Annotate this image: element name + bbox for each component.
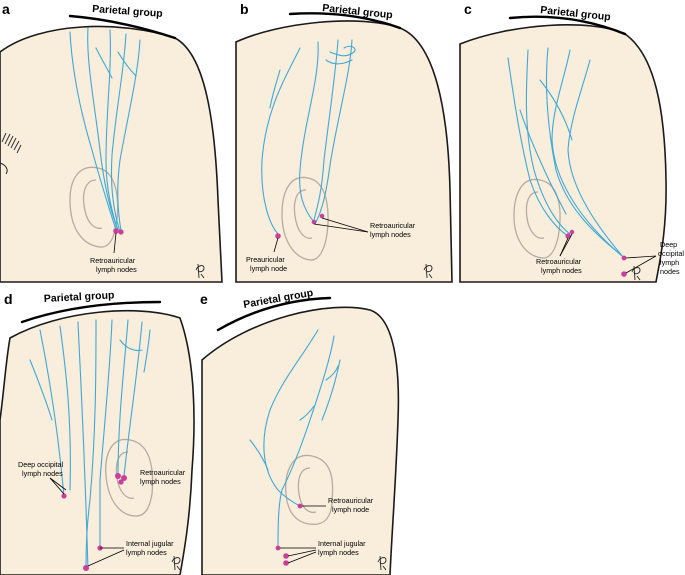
lymphatic-vessels — [261, 39, 356, 235]
head-silhouette — [201, 306, 400, 575]
node-label-line: Retroauricular — [90, 256, 136, 265]
lymph-node — [569, 229, 575, 235]
panel-a: Parietal group a — [0, 1, 223, 283]
node-label-line: Retroauricular — [370, 221, 416, 230]
parietal-bracket — [20, 300, 162, 324]
lymphatic-vessels — [249, 329, 341, 549]
lymph-node — [621, 271, 627, 277]
retroauricular-label-group: Retroauricular lymph nodes — [90, 232, 137, 274]
panel-d: Parietal group d — [0, 289, 195, 575]
internal-jugular-label-group: Internal jugular lymph nodes — [280, 539, 366, 564]
node-label-line: Retroauricular — [328, 496, 374, 505]
retroauricular-label-group: Retroauricular lymph nodes — [313, 217, 416, 239]
artist-signature-icon — [377, 555, 387, 571]
node-label-line: lymph — [660, 258, 679, 267]
lymphatic-vessels — [507, 47, 625, 259]
deep-occipital-label-group: Deep occipital lymph nodes — [18, 460, 67, 495]
node-label-line: lymph nodes — [22, 469, 63, 478]
ear — [281, 176, 329, 261]
parietal-group-label: Parietal group — [44, 289, 115, 305]
lymph-node — [283, 553, 289, 559]
eyebrow — [1, 132, 22, 154]
node-label-line: lymph nodes — [96, 265, 137, 274]
lymph-node — [319, 213, 325, 219]
parietal-bracket — [288, 12, 402, 30]
artist-signature-icon — [423, 263, 433, 279]
node-label-line: lymph nodes — [370, 230, 411, 239]
lymph-nodes — [61, 473, 127, 571]
panel-letter: d — [4, 291, 13, 307]
lymph-node — [275, 545, 281, 551]
node-label-line: occipital — [658, 249, 684, 258]
node-label-line: Deep — [660, 240, 677, 249]
parietal-group-label: Parietal group — [242, 287, 314, 311]
node-label-line: lymph node — [332, 505, 369, 514]
panel-b: Parietal group b Preauricular lymph node — [235, 1, 453, 283]
head-silhouette — [0, 25, 223, 283]
ear — [285, 454, 334, 525]
retroauricular-label-group: Retroauricular lymph nodes — [536, 233, 582, 275]
lymph-node — [297, 503, 303, 509]
lymph-node — [61, 493, 67, 499]
head-silhouette — [459, 24, 667, 283]
node-label-line: lymph node — [250, 264, 287, 273]
node-label-line: Deep occipital — [18, 460, 64, 469]
node-label-line: lymph nodes — [126, 548, 167, 557]
retroauricular-label-group: Retroauricular lymph node — [302, 496, 374, 514]
artist-signature-icon — [631, 265, 641, 281]
lymphatic-vessels — [69, 27, 141, 233]
node-label-line: nodes — [660, 267, 680, 276]
lymphatic-vessels — [29, 319, 151, 571]
retroauricular-label-group: Retroauricular lymph nodes — [140, 468, 186, 486]
lymph-node — [283, 560, 289, 566]
eyelid — [0, 162, 8, 175]
artist-signature-icon — [171, 555, 181, 571]
lymph-node — [118, 479, 124, 485]
parietal-bracket — [216, 296, 332, 332]
parietal-bracket — [68, 14, 177, 40]
node-label-line: Retroauricular — [140, 468, 186, 477]
lymph-node — [621, 255, 627, 261]
ear — [513, 178, 561, 259]
head-silhouette — [235, 20, 453, 283]
node-label-line: lymph nodes — [541, 266, 582, 275]
lymph-nodes — [275, 213, 325, 239]
panel-letter: e — [200, 291, 208, 307]
head-silhouette — [0, 309, 195, 575]
parietal-group-label: Parietal group — [92, 3, 163, 20]
node-label-line: Internal jugular — [126, 539, 174, 548]
node-label-line: Preauricular — [246, 255, 285, 264]
ear — [69, 166, 119, 248]
lymph-node — [311, 219, 317, 225]
parietal-bracket — [508, 15, 627, 36]
lymph-nodes — [113, 228, 124, 235]
lymph-node — [83, 565, 89, 571]
panel-letter: a — [2, 1, 10, 17]
panel-letter: b — [240, 1, 249, 17]
node-label-line: lymph nodes — [318, 548, 359, 557]
panel-c: Parietal group c Retroauricular lymph no… — [459, 1, 684, 283]
deep-occipital-label-group: Deep occipital lymph nodes — [625, 240, 684, 276]
panel-e: Parietal group e Retroauricular lymph no… — [200, 287, 400, 575]
panel-letter: c — [464, 1, 472, 17]
node-label-line: Internal jugular — [318, 539, 366, 548]
lymph-node — [113, 228, 119, 234]
lymph-node — [115, 473, 121, 479]
lymph-node — [121, 475, 127, 481]
lymph-node — [275, 233, 281, 239]
lymph-nodes — [565, 229, 627, 277]
lymph-node — [565, 233, 571, 239]
internal-jugular-label-group: Internal jugular lymph nodes — [87, 539, 174, 567]
lymph-nodes — [275, 503, 303, 566]
preauricular-label-group: Preauricular lymph node — [246, 237, 287, 273]
node-label-line: lymph nodes — [140, 477, 181, 486]
lymph-node — [118, 229, 124, 235]
parietal-group-label: Parietal group — [322, 2, 393, 21]
artist-signature-icon — [195, 263, 205, 279]
node-label-line: Retroauricular — [536, 257, 582, 266]
